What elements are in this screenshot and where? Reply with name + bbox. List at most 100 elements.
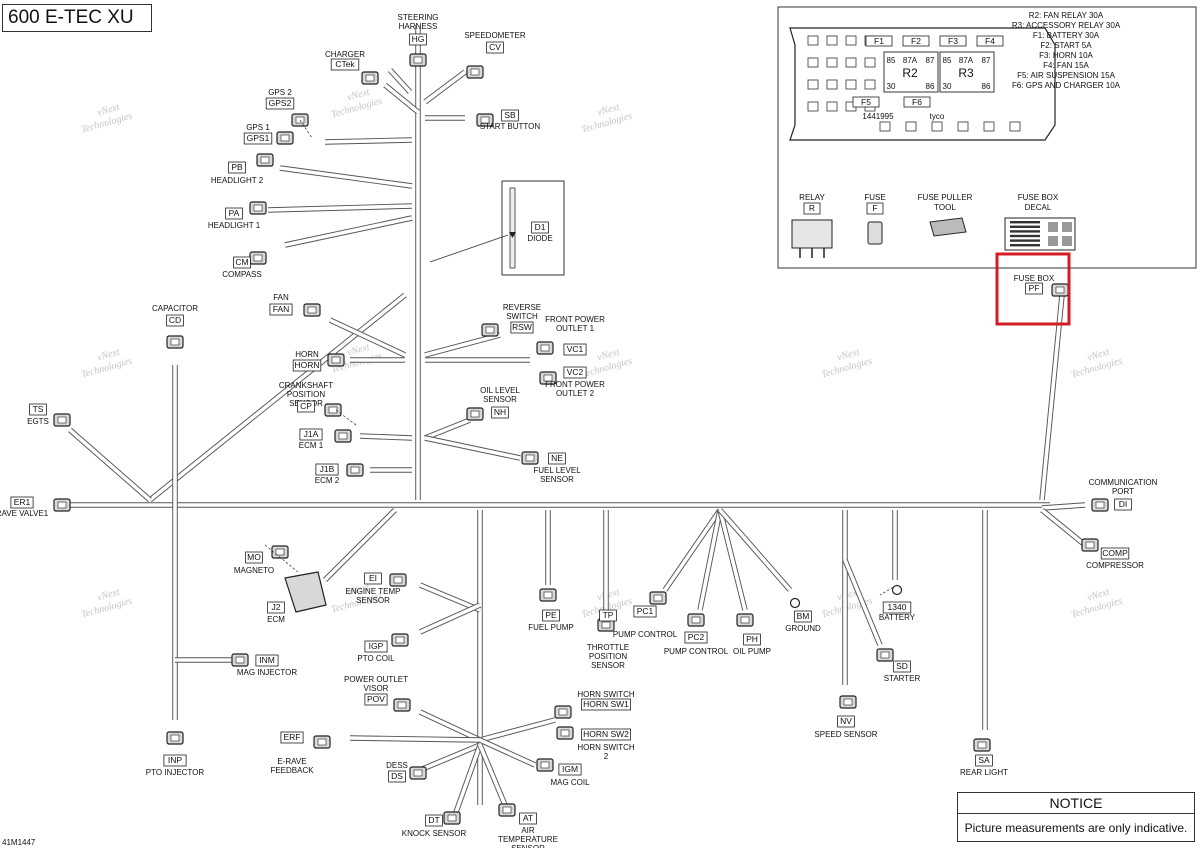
pov-label: POWER OUTLET [344, 675, 408, 684]
inm-connector-face [235, 656, 245, 664]
gps1-connector-face [280, 134, 290, 142]
gps1-label: GPS 1 [246, 123, 270, 132]
fuse-legend-line: R3: ACCESSORY RELAY 30A [1012, 21, 1121, 30]
sb-code: SB [504, 110, 516, 120]
bat-code: 1340 [888, 602, 907, 612]
j1b-code-box [315, 463, 339, 476]
ctek-branch-inner [383, 83, 420, 114]
at-branch-inner [478, 744, 507, 806]
cd-code: CD [169, 315, 181, 325]
relay-r2 [883, 51, 939, 93]
pc2-branch-inner [698, 509, 722, 611]
fusebox-terminal [845, 57, 857, 68]
decal-line [1010, 234, 1040, 238]
component-at: AIRTEMPERATURESENSORAT [498, 803, 558, 848]
pov-branch-inner [419, 710, 481, 742]
vc2-connector-face [543, 374, 553, 382]
fusebox-terminal [826, 79, 838, 90]
vc2-label: FRONT POWER [545, 380, 605, 389]
er1-code-box [10, 496, 34, 509]
ne-branch-inner [424, 436, 521, 460]
fuse-legend-line: R2: FAN RELAY 30A [1029, 11, 1104, 20]
pc1-code: PC1 [637, 606, 654, 616]
gps2-code: GPS2 [269, 98, 292, 108]
pa-connector-face [253, 204, 263, 212]
ts-connector-face [57, 416, 67, 424]
pc2-connector-face [691, 616, 701, 624]
component-hsw1: HORN SWITCH1HORN SW1 [554, 690, 635, 719]
pov-connector-face [397, 701, 407, 709]
cv-code-box [486, 41, 504, 54]
fuse-slot-f3 [939, 35, 967, 47]
notice-heading: NOTICE [958, 793, 1194, 814]
pov-label: VISOR [364, 684, 389, 693]
fuse-legend-line: F1: BATTERY 30A [1033, 31, 1100, 40]
vc1-code-box [563, 343, 587, 356]
inm-code-box [255, 654, 279, 667]
tp-label: POSITION [589, 652, 627, 661]
j2-branch-inner [323, 508, 397, 582]
dt-label: KNOCK SENSOR [402, 829, 467, 838]
cv-branch-inner [423, 70, 467, 104]
hsw1-label: HORN SWITCH [577, 690, 635, 699]
erf-code: ERF [284, 732, 301, 742]
relay-part-icon [791, 219, 833, 249]
pc1-branch-inner [663, 508, 722, 592]
fuse-slot-f5 [852, 96, 880, 108]
j1b-connector-face [350, 466, 360, 474]
mo-code-box [245, 551, 263, 564]
ts-code-box [29, 403, 47, 416]
pf-code-box [1025, 282, 1043, 295]
relay-r3-pin-87a: 87A [959, 56, 974, 65]
pb-code: PB [231, 162, 243, 172]
diode-leader [429, 234, 509, 263]
at-code-box [519, 812, 537, 825]
part-r-code: R [809, 203, 815, 213]
part-name: FUSE PULLER [918, 193, 973, 202]
cp-code-box [297, 400, 315, 413]
tp-label: SENSOR [591, 661, 625, 670]
pov-code-box [364, 693, 388, 706]
ph-connector-face [740, 616, 750, 624]
erf-connector-face [317, 738, 327, 746]
horn-code: HORN [294, 360, 319, 370]
nh-label: OIL LEVEL [480, 386, 520, 395]
cd-code-box [166, 314, 184, 327]
fan-connector-face [307, 306, 317, 314]
sd-code: SD [896, 661, 908, 671]
j1a-branch-inner [359, 434, 413, 440]
dt-code-box [425, 814, 443, 827]
fusebox-terminal [864, 57, 876, 68]
fuse-slot-f4 [976, 35, 1004, 47]
erf-label: E-RAVE [277, 757, 306, 766]
sd-code-box [893, 660, 911, 673]
hsw2-label: HORN SWITCH [577, 743, 635, 752]
igm-connector-face [540, 761, 550, 769]
j2-connector-icon [284, 571, 327, 613]
pc1-code-box [633, 605, 657, 618]
bm-branch-inner [718, 508, 792, 592]
decal-block [1048, 222, 1058, 232]
pf-connector-face [1055, 286, 1065, 294]
part-f-code: F [872, 203, 877, 213]
